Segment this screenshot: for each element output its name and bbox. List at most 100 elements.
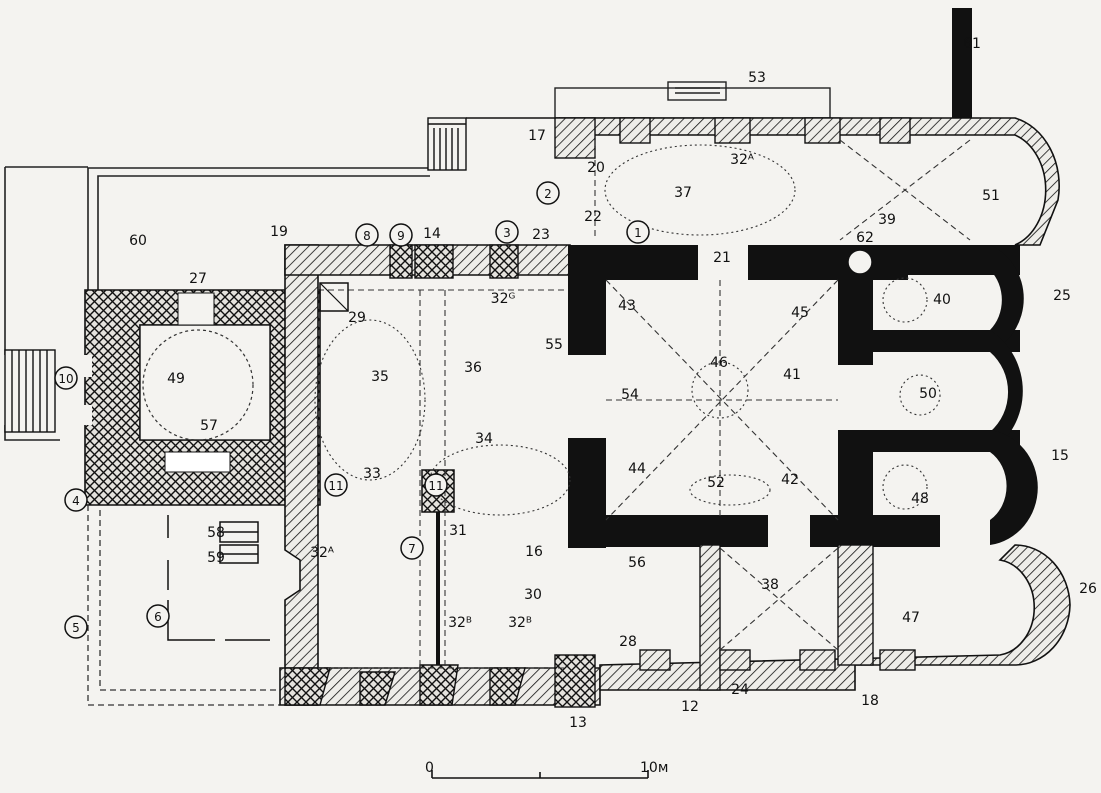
dome-circles	[314, 144, 941, 516]
plan-label-40: 36	[464, 360, 482, 376]
label-circle	[54, 366, 78, 390]
label-text: 14	[423, 226, 441, 242]
scale-bar: 0 10м	[425, 760, 668, 779]
plan-label-20: 20	[587, 160, 605, 176]
plan-label-56: 52	[707, 475, 725, 491]
label-text: 49	[167, 371, 185, 387]
label-text: 11	[328, 479, 343, 493]
plan-label-39: 35	[371, 369, 389, 385]
plan-label-23: 23	[532, 227, 550, 243]
label-text: 40	[933, 292, 951, 308]
label-text: 18	[861, 693, 879, 709]
plan-label-6: 7	[400, 536, 424, 560]
label-text: 3	[503, 226, 511, 240]
plan-label-57: 53	[748, 70, 766, 86]
plan-label-47: 43	[618, 298, 636, 314]
narthex-wall-west	[284, 244, 319, 706]
plan-label-5: 6	[146, 604, 170, 628]
plan-label-51: 47	[902, 610, 920, 626]
plan-label-19: 19	[270, 224, 288, 240]
north-wall-piers	[554, 117, 911, 159]
spiral-stair-62	[847, 249, 873, 275]
plan-label-59: 55	[545, 337, 563, 353]
plan-label-26: 26	[1079, 581, 1097, 597]
window-29	[319, 282, 349, 312]
label-text: 32ᴬ	[730, 152, 754, 168]
plan-label-27: 27	[189, 271, 207, 287]
label-text: 19	[270, 224, 288, 240]
label-text: 31	[449, 523, 467, 539]
south-buttresses	[284, 654, 596, 708]
plan-label-15: 15	[1051, 448, 1069, 464]
label-text: 41	[783, 367, 801, 383]
plan-label-32: 32ᴬ	[310, 545, 334, 561]
label-circle	[400, 536, 424, 560]
south-chapel-piers	[639, 544, 916, 691]
plan-label-54: 50	[919, 386, 937, 402]
label-text: 60	[129, 233, 147, 249]
label-text: 47	[902, 610, 920, 626]
label-text: 54	[621, 387, 639, 403]
label-text: 27	[189, 271, 207, 287]
tower-stair	[164, 451, 231, 473]
label-text: 13	[569, 715, 587, 731]
label-text: 23	[532, 227, 550, 243]
label-text: 56	[628, 555, 646, 571]
label-text: 10	[58, 372, 73, 386]
label-circle	[626, 220, 650, 244]
label-text: 33	[363, 466, 381, 482]
label-text: 11	[428, 479, 443, 493]
label-text: 38	[761, 577, 779, 593]
label-text: 32ᴬ	[310, 545, 334, 561]
plan-label-34: 32ᴮ	[448, 615, 472, 631]
label-text: 48	[911, 491, 929, 507]
label-text: 32ᴮ	[448, 615, 472, 631]
plan-label-65: 61	[963, 36, 981, 52]
west-tower-niche	[177, 292, 215, 326]
label-text: 62	[856, 230, 874, 246]
label-text: 1	[634, 226, 642, 240]
label-text: 53	[748, 70, 766, 86]
label-text: 6	[154, 610, 162, 624]
plan-label-13: 13	[569, 715, 587, 731]
plan-label-35: 32ᴮ	[508, 615, 532, 631]
plan-label-10: 11	[324, 473, 348, 497]
west-tower-dome	[142, 329, 254, 441]
plan-label-12: 12	[681, 699, 699, 715]
label-text: 44	[628, 461, 646, 477]
plan-label-11: 11	[424, 473, 448, 497]
plan-label-16: 16	[525, 544, 543, 560]
label-text: 57	[200, 418, 218, 434]
north-steps	[427, 117, 560, 171]
label-circle	[64, 615, 88, 639]
west-steps	[4, 349, 56, 433]
main-church-walls	[568, 245, 1038, 548]
south-annex	[87, 505, 285, 706]
plan-label-22: 22	[584, 209, 602, 225]
label-text: 37	[674, 185, 692, 201]
plan-label-37: 33	[363, 466, 381, 482]
label-text: 42	[781, 472, 799, 488]
plan-label-21: 21	[713, 250, 731, 266]
label-circle	[146, 604, 170, 628]
label-text: 35	[371, 369, 389, 385]
label-text: 15	[1051, 448, 1069, 464]
plan-label-24: 24	[731, 682, 749, 698]
label-circle	[389, 223, 413, 247]
label-text: 22	[584, 209, 602, 225]
label-circle	[324, 473, 348, 497]
plan-label-44: 40	[933, 292, 951, 308]
plan-label-29: 29	[348, 310, 366, 326]
label-text: 8	[363, 229, 371, 243]
plan-label-66: 62	[856, 230, 874, 246]
label-circle	[536, 181, 560, 205]
label-text: 21	[713, 250, 731, 266]
plan-label-53: 49	[167, 371, 185, 387]
label-text: 17	[528, 128, 546, 144]
scale-end: 10м	[640, 760, 668, 776]
label-text: 32ᴳ	[491, 291, 516, 307]
outer-boundary	[4, 166, 430, 441]
plan-label-31: 31	[449, 523, 467, 539]
